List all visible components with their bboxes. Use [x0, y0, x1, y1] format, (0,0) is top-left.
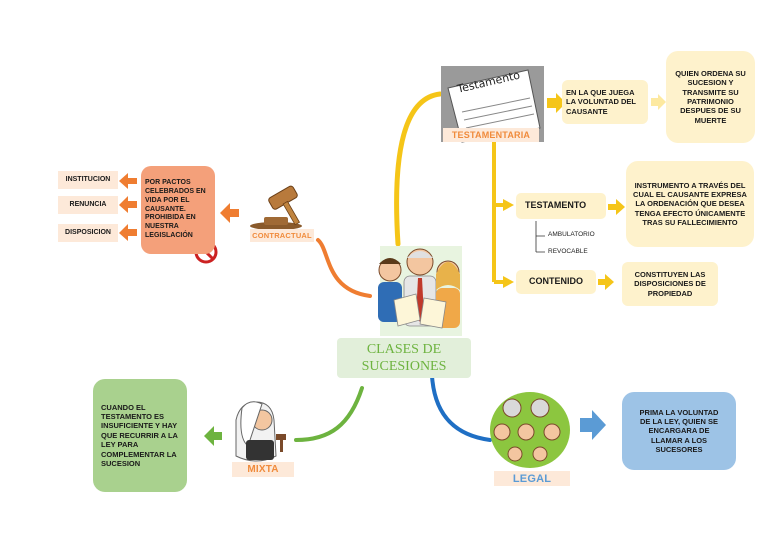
contractual-item-disposicion: DISPOSICION — [58, 224, 118, 242]
testamento-feature-revocable: REVOCABLE — [548, 248, 588, 255]
mixta-label: MIXTA — [232, 462, 294, 477]
testamentaria-role-detail-box: QUIEN ORDENA SU SUCESION Y TRANSMITE SU … — [666, 51, 755, 143]
contractual-item-renuncia: RENUNCIA — [58, 196, 118, 214]
arrow-right-icon — [598, 274, 614, 290]
legal-detail-box: PRIMA LA VOLUNTAD DE LA LEY, QUIEN SE EN… — [622, 392, 736, 470]
arrow-right-icon — [608, 199, 625, 215]
testamento-detail-box: INSTRUMENTO A TRAVÉS DEL CUAL EL CAUSANT… — [626, 161, 754, 247]
testamentaria-label: TESTAMENTARIA — [443, 128, 539, 142]
testamento-feature-ambulatorio: AMBULATORIO — [548, 231, 595, 238]
arrow-left-icon — [119, 224, 137, 241]
mixta-detail-box: CUANDO EL TESTAMENTO ES INSUFICIENTE Y H… — [93, 379, 187, 492]
contractual-detail-box: POR PACTOS CELEBRADOS EN VIDA POR EL CAU… — [141, 166, 215, 254]
arrow-left-icon — [204, 426, 222, 446]
testamento-box: TESTAMENTO — [516, 193, 606, 219]
testamentaria-role-box: EN LA QUE JUEGA LA VOLUNTAD DEL CAUSANTE — [562, 80, 648, 124]
arrow-right-icon — [580, 410, 606, 440]
arrow-right-icon — [547, 93, 566, 113]
contractual-label: CONTRACTUAL — [250, 229, 314, 242]
arrow-left-icon — [220, 203, 239, 223]
contenido-box: CONTENIDO — [516, 270, 596, 294]
contenido-detail-box: CONSTITUYEN LAS DISPOSICIONES DE PROPIED… — [622, 262, 718, 306]
arrow-right-icon — [651, 94, 666, 110]
contractual-item-institucion: INSTITUCION — [58, 171, 118, 189]
legal-label: LEGAL — [494, 471, 570, 486]
arrow-left-icon — [119, 173, 137, 189]
arrow-left-icon — [119, 196, 137, 213]
center-title-line1: CLASES DE — [366, 341, 442, 357]
center-title-line2: SUCESIONES — [361, 359, 447, 374]
center-title-box: CLASES DE SUCESIONES — [337, 338, 471, 378]
